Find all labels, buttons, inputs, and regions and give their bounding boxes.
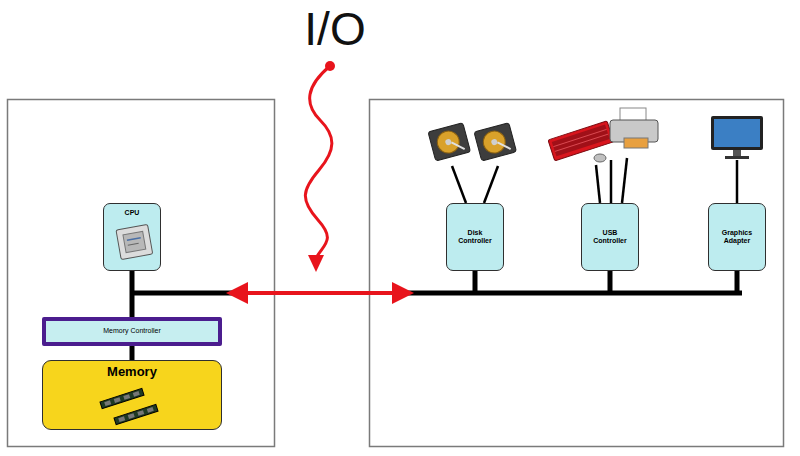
hard-drive (428, 123, 471, 161)
key-row (553, 129, 606, 146)
controller-box: USB Controller (581, 203, 639, 271)
node-label: Graphics Adapter (712, 229, 762, 245)
drive-body (474, 123, 517, 161)
ram-chip (147, 407, 154, 413)
keyboard-keys (552, 125, 610, 157)
ram-chip (114, 397, 121, 403)
edge-group (132, 271, 133, 317)
device-wire (484, 166, 498, 203)
system-bus (130, 291, 240, 296)
drive-body (428, 123, 471, 161)
monitor-frame (711, 116, 763, 150)
node-label: Memory Controller (103, 327, 161, 335)
io-bus (405, 291, 742, 296)
arrow-head (226, 282, 248, 304)
cpu-chip (116, 224, 153, 259)
memory-box: Memory (42, 360, 222, 430)
printer (610, 108, 658, 148)
bus-drop (473, 270, 478, 293)
ram-chip (133, 391, 140, 397)
mouse (594, 154, 606, 162)
drive-arm (451, 139, 464, 152)
bus-drop (608, 270, 613, 293)
chip-logo (127, 238, 141, 240)
node-label: Memory (107, 365, 157, 380)
ram-board (100, 388, 144, 408)
ram-chip (137, 410, 144, 416)
node-label: USB Controller (585, 229, 635, 245)
title-text: I/O (280, 6, 390, 52)
device-panel (370, 100, 784, 447)
squiggle-pointer (305, 66, 332, 258)
monitor (711, 116, 763, 159)
host-panel (8, 100, 275, 447)
printer-photo (624, 138, 648, 148)
monitor-base (725, 156, 749, 159)
ram-chip (118, 416, 125, 422)
monitor-screen (714, 119, 760, 147)
adapter-box: Graphics Adapter (708, 203, 766, 271)
edge-group (132, 346, 133, 360)
device-wire (622, 158, 627, 203)
drive-platter (435, 129, 462, 156)
chip-body (116, 224, 153, 259)
io-arrow (240, 291, 400, 295)
bus-drop (735, 270, 740, 293)
chip-mark (128, 243, 139, 245)
device-wire (596, 165, 600, 203)
controller-box: Disk Controller (446, 203, 504, 271)
bus-connector (130, 346, 135, 360)
node-label: CPU (125, 209, 140, 217)
hard-drive (474, 123, 517, 161)
pointer-dot (325, 61, 335, 71)
ram-board (114, 404, 158, 424)
chip-die (123, 231, 146, 252)
cpu-box: CPU (103, 203, 161, 271)
node-label: Disk Controller (450, 229, 500, 245)
ram-stick (100, 388, 144, 408)
memory-controller-box: Memory Controller (42, 317, 222, 346)
pointer-head (308, 255, 324, 272)
device-wire (452, 166, 466, 203)
monitor-stand (733, 150, 741, 156)
ram-chip (128, 413, 135, 419)
arrow-head (392, 282, 414, 304)
drive-arm (497, 139, 510, 152)
drive-spindle (445, 138, 452, 145)
bus-connector (130, 271, 135, 317)
device-wire (610, 160, 613, 203)
key-row (555, 134, 608, 151)
device-wire (736, 160, 739, 203)
drive-spindle (491, 138, 498, 145)
drive-platter (481, 129, 508, 156)
edge-group (132, 271, 133, 360)
ram-stick (114, 404, 158, 424)
ram-chip (123, 394, 130, 400)
ram-chip (104, 400, 111, 406)
